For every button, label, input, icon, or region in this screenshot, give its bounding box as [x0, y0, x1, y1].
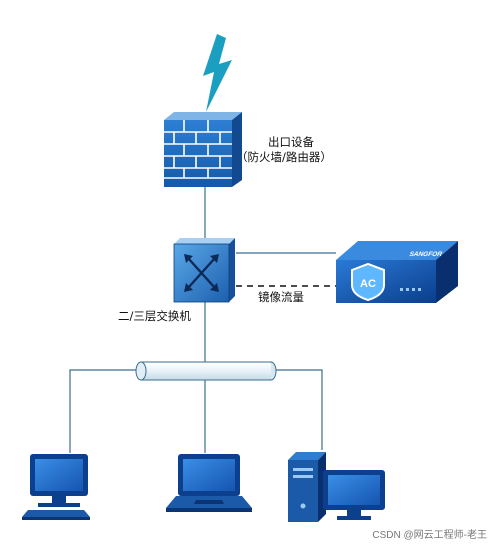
bus-right-drop — [272, 369, 323, 450]
network-bus-cylinder — [135, 361, 277, 381]
brand-label: SANGFOR — [408, 251, 443, 258]
desktop-pc-icon — [22, 454, 90, 520]
bus-left-drop — [69, 369, 140, 453]
lightning-icon — [203, 34, 232, 112]
sangfor-ac-appliance-icon: SANGFOR AC — [336, 241, 458, 303]
connection-lines — [69, 185, 336, 453]
ac-badge-label: AC — [360, 278, 376, 290]
egress-device-sublabel: （防火墙/路由器） — [236, 150, 332, 165]
egress-device-label-line2: （防火墙/路由器） — [236, 150, 332, 164]
egress-device-label-line1: 出口设备 — [268, 135, 314, 149]
workstation-icon — [288, 452, 385, 522]
switch-icon — [173, 238, 235, 303]
mirror-traffic-label: 镜像流量 — [258, 290, 304, 304]
csdn-watermark: CSDN @网云工程师-老王 — [372, 530, 487, 541]
laptop-icon — [166, 454, 252, 512]
brick-wall-icon — [164, 112, 242, 187]
egress-device-label: 出口设备 — [268, 135, 314, 150]
switch-label: 二/三层交换机 — [118, 309, 191, 323]
